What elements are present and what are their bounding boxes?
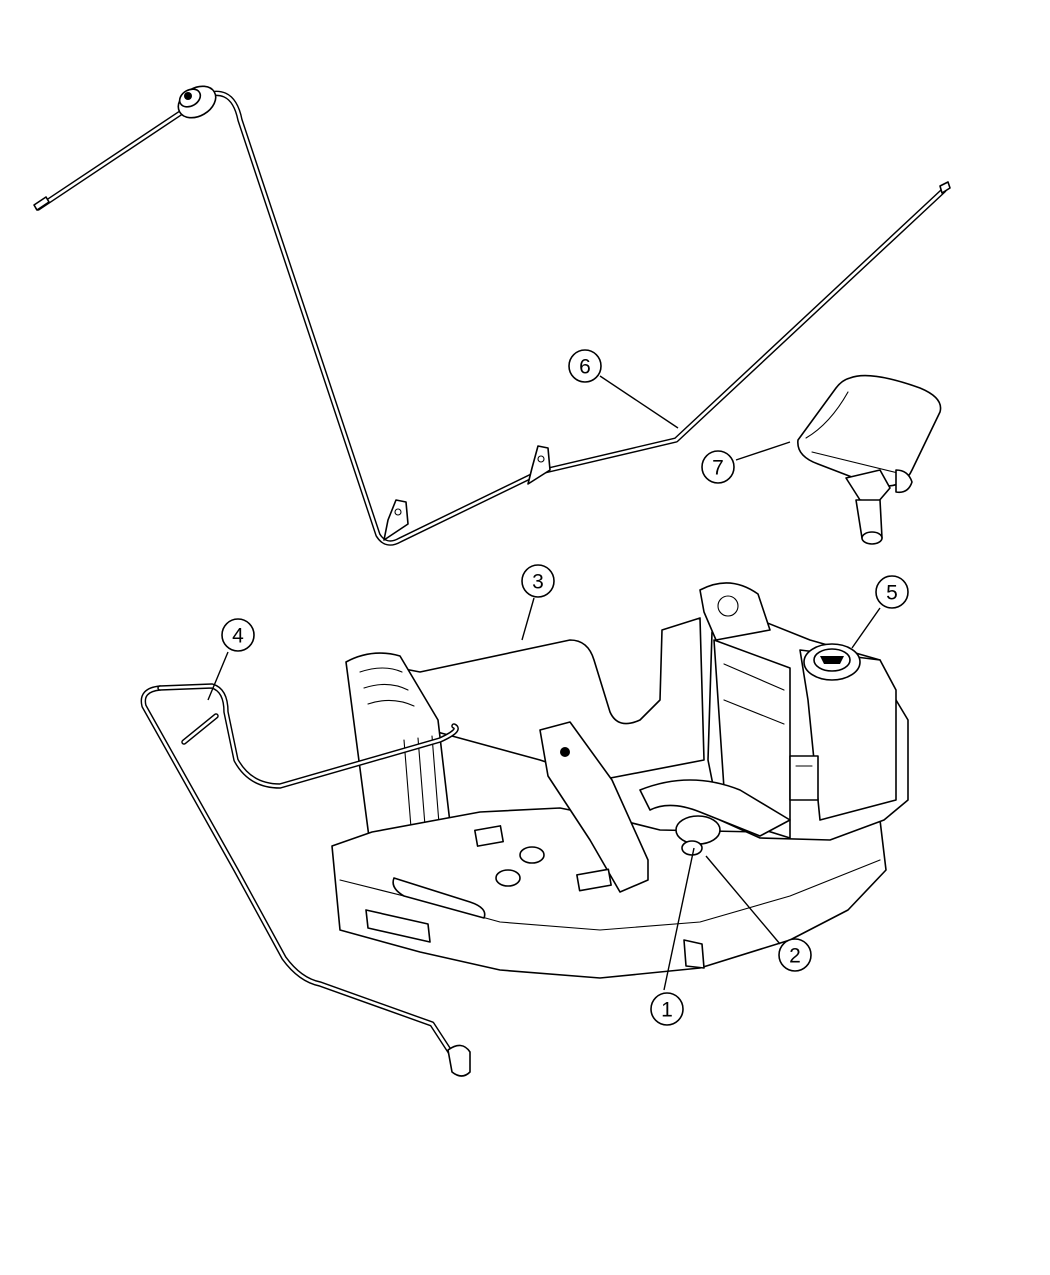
callout-2-label: 2	[789, 945, 801, 968]
reservoir-bracket	[331, 617, 887, 979]
callout-7-label: 7	[712, 457, 724, 480]
washer-nozzle	[797, 374, 942, 545]
callout-4: 4	[221, 618, 255, 652]
callout-6: 6	[568, 349, 602, 383]
callout-1-label: 1	[661, 999, 673, 1022]
callout-3: 3	[521, 564, 555, 598]
callout-3-label: 3	[532, 571, 544, 594]
callout-2: 2	[778, 938, 812, 972]
leader-lines	[207, 375, 881, 991]
callout-1: 1	[650, 992, 684, 1026]
washer-hose-lower	[140, 683, 471, 1077]
callout-4-label: 4	[232, 625, 244, 648]
callout-6-label: 6	[579, 356, 591, 379]
callout-7: 7	[701, 450, 735, 484]
callout-5: 5	[875, 575, 909, 609]
washer-hose-upper	[33, 85, 951, 546]
callout-5-label: 5	[886, 582, 898, 605]
washer-reservoir	[639, 582, 909, 841]
